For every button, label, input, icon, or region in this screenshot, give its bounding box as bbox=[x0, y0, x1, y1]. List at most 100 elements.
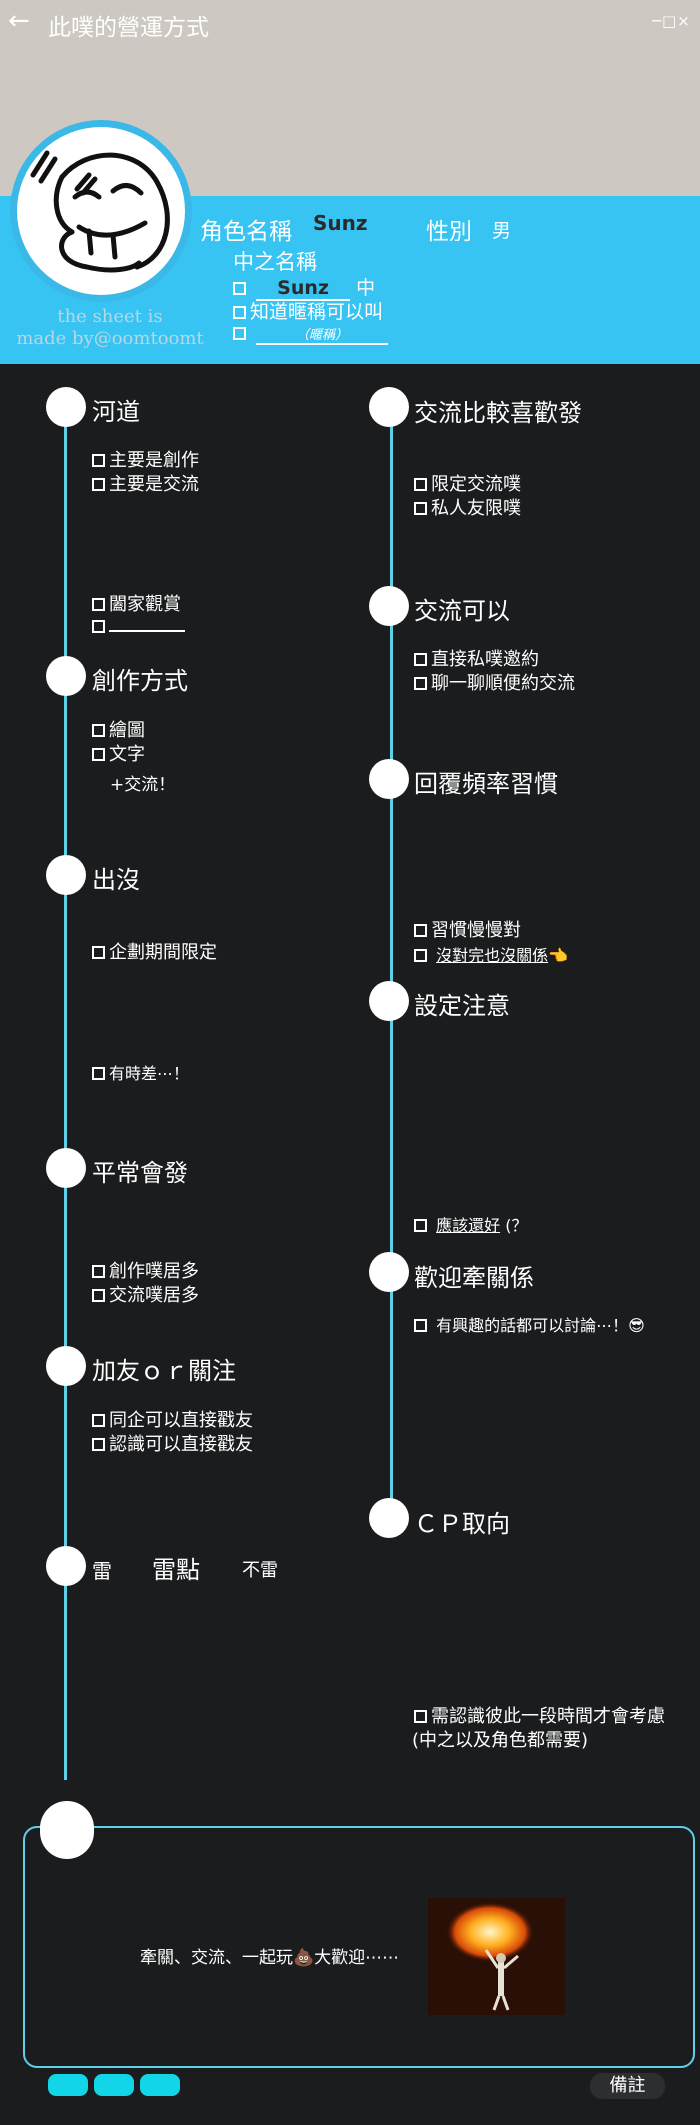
friend-title: 加友ｏｒ關注 bbox=[92, 1357, 236, 1385]
cp-checkbox[interactable] bbox=[414, 1710, 427, 1723]
river-option-2: 主要是交流 bbox=[92, 470, 199, 496]
ok-option-2: 聊一聊順便約交流 bbox=[414, 669, 575, 695]
setting-option: 應該還好 (？ bbox=[414, 1212, 527, 1236]
interact-dot bbox=[369, 387, 409, 427]
pill-3[interactable] bbox=[140, 2074, 180, 2096]
nickname-hint: （暱稱） bbox=[256, 324, 389, 345]
post-option-2: 交流噗居多 bbox=[92, 1281, 199, 1307]
reply-title: 回覆頻率習慣 bbox=[414, 770, 558, 798]
create-option-2: 文字 bbox=[92, 740, 145, 766]
cp-option-2: (中之以及角色都需要) bbox=[412, 1730, 589, 1751]
river-option-3: 闔家觀賞 bbox=[92, 590, 181, 616]
interact-option-1: 限定交流噗 bbox=[414, 470, 521, 496]
setting-dot bbox=[369, 981, 409, 1021]
create-option-1: 繪圖 bbox=[92, 716, 145, 742]
appear-checkbox-2[interactable] bbox=[92, 1067, 105, 1080]
friend-checkbox-1[interactable] bbox=[92, 1414, 105, 1427]
inner-name-value: Sunz bbox=[256, 277, 351, 301]
notes-text: 牽關、交流、一起玩💩大歡迎⋯⋯ bbox=[140, 1948, 400, 1968]
ok-checkbox-2[interactable] bbox=[414, 677, 427, 690]
river-option-1: 主要是創作 bbox=[92, 446, 199, 472]
create-dot bbox=[46, 656, 86, 696]
create-checkbox-2[interactable] bbox=[92, 748, 105, 761]
pill-2[interactable] bbox=[94, 2074, 134, 2096]
appear-dot bbox=[46, 855, 86, 895]
avatar bbox=[10, 120, 192, 302]
river-option-blank bbox=[92, 614, 185, 637]
rel-option: 有興趣的話都可以討論⋯！😎 bbox=[414, 1312, 645, 1336]
ok-dot bbox=[369, 586, 409, 626]
reply-option-1: 習慣慢慢對 bbox=[414, 916, 521, 942]
left-timeline-line bbox=[64, 405, 67, 1780]
setting-checkbox[interactable] bbox=[414, 1219, 427, 1232]
nickname-checkbox[interactable] bbox=[233, 306, 246, 319]
pointing-hand-icon: 👈 bbox=[548, 946, 569, 965]
post-dot bbox=[46, 1148, 86, 1188]
sheet-credit: the sheet is made by@oomtoomt bbox=[16, 306, 204, 349]
role-name-value: Sunz bbox=[313, 211, 368, 235]
gender-label: 性別 bbox=[426, 219, 472, 245]
doodle-face-icon bbox=[22, 144, 170, 273]
river-dot bbox=[46, 387, 86, 427]
role-name-label: 角色名稱 bbox=[200, 219, 292, 245]
remark-button[interactable]: 備註 bbox=[590, 2073, 665, 2099]
post-checkbox-1[interactable] bbox=[92, 1265, 105, 1278]
inner-name-suffix: 中 bbox=[356, 277, 376, 299]
sunglasses-face-icon: 😎 bbox=[628, 1316, 645, 1335]
reply-checkbox-2[interactable] bbox=[414, 949, 427, 962]
inner-name-label: 中之名稱 bbox=[233, 250, 317, 274]
mine-column-2: 不雷 bbox=[242, 1560, 278, 1581]
reply-option-2: 沒對完也沒關係👈 bbox=[414, 942, 568, 966]
nickname-blank-row: （暱稱） bbox=[233, 322, 389, 345]
friend-checkbox-2[interactable] bbox=[92, 1438, 105, 1451]
interact-checkbox-1[interactable] bbox=[414, 478, 427, 491]
post-title: 平常會發 bbox=[92, 1159, 188, 1187]
gender-value: 男 bbox=[492, 220, 512, 242]
mine-dot bbox=[46, 1546, 86, 1586]
ok-option-1: 直接私噗邀約 bbox=[414, 645, 539, 671]
interact-checkbox-2[interactable] bbox=[414, 502, 427, 515]
appear-option-1: 企劃期間限定 bbox=[92, 938, 217, 964]
right-timeline-line bbox=[390, 405, 393, 1515]
post-checkbox-2[interactable] bbox=[92, 1289, 105, 1302]
nickname-blank-checkbox[interactable] bbox=[233, 327, 246, 340]
friend-option-2: 認識可以直接戳友 bbox=[92, 1430, 253, 1456]
create-title: 創作方式 bbox=[92, 667, 188, 695]
rel-checkbox[interactable] bbox=[414, 1319, 427, 1332]
river-title: 河道 bbox=[92, 398, 140, 426]
window-controls-icon[interactable]: ─□× bbox=[652, 12, 691, 30]
river-checkbox-2[interactable] bbox=[92, 478, 105, 491]
setting-title: 設定注意 bbox=[414, 992, 510, 1020]
create-checkbox-1[interactable] bbox=[92, 724, 105, 737]
rel-dot bbox=[369, 1252, 409, 1292]
notes-box bbox=[23, 1826, 695, 2068]
back-arrow-icon[interactable]: ← bbox=[8, 6, 30, 36]
inner-name-checkbox[interactable] bbox=[233, 282, 246, 295]
cp-option-1: 需認識彼此一段時間才會考慮 bbox=[414, 1702, 665, 1728]
appear-title: 出沒 bbox=[92, 866, 140, 894]
fire-photo-icon bbox=[446, 1902, 534, 2011]
interact-title: 交流比較喜歡發 bbox=[414, 399, 582, 427]
appear-checkbox-1[interactable] bbox=[92, 946, 105, 959]
ok-checkbox-1[interactable] bbox=[414, 653, 427, 666]
river-checkbox-blank[interactable] bbox=[92, 620, 105, 633]
interact-option-2: 私人友限噗 bbox=[414, 494, 521, 520]
river-checkbox-1[interactable] bbox=[92, 454, 105, 467]
cp-dot bbox=[369, 1498, 409, 1538]
pill-1[interactable] bbox=[48, 2074, 88, 2096]
create-extra: +交流！ bbox=[110, 775, 176, 795]
cp-title: ＣＰ取向 bbox=[414, 1510, 510, 1538]
reply-dot bbox=[369, 759, 409, 799]
fire-breathing-photo bbox=[428, 1898, 565, 2015]
rel-title: 歡迎牽關係 bbox=[414, 1264, 534, 1292]
river-checkbox-3[interactable] bbox=[92, 598, 105, 611]
friend-option-1: 同企可以直接戳友 bbox=[92, 1406, 253, 1432]
appear-option-2: 有時差⋯！ bbox=[92, 1060, 189, 1084]
notes-dot-top bbox=[40, 1801, 94, 1855]
post-option-1: 創作噗居多 bbox=[92, 1257, 199, 1283]
mine-column-1: 雷點 bbox=[152, 1556, 200, 1584]
inner-name-row: Sunz 中 bbox=[233, 273, 375, 301]
reply-checkbox-1[interactable] bbox=[414, 924, 427, 937]
page-title: 此噗的營運方式 bbox=[48, 15, 209, 41]
friend-dot bbox=[46, 1346, 86, 1386]
